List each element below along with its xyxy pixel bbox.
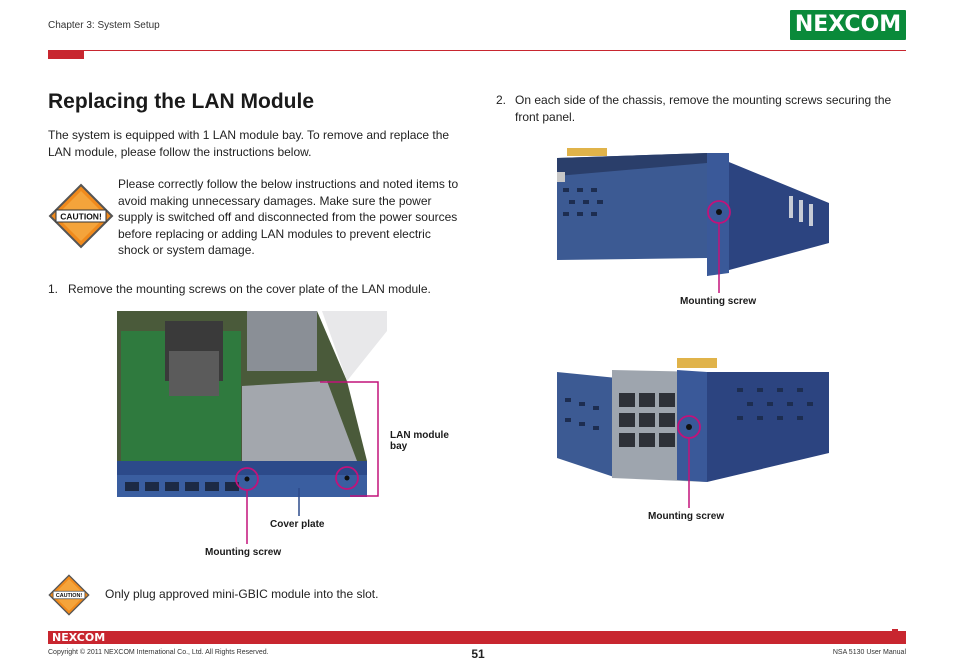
footer-bar <box>48 631 906 644</box>
chassis-side-photo-1 <box>557 148 829 276</box>
note-text: Only plug approved mini-GBIC module into… <box>105 587 379 601</box>
lan-module-top-view-photo <box>117 311 387 497</box>
chassis-side-photo-2 <box>557 358 829 482</box>
nexcom-logo <box>790 10 906 40</box>
manual-name: NSA 5130 User Manual <box>832 649 906 656</box>
caution-label: CAUTION! <box>56 593 83 599</box>
footer-square <box>900 637 906 643</box>
header-accent <box>48 50 84 59</box>
intro-paragraph: The system is equipped with 1 LAN module… <box>48 128 450 159</box>
caution-icon: CAUTION! <box>48 183 114 249</box>
lan-bay-caption: LAN module bay <box>390 430 449 452</box>
step1-text: Remove the mounting screws on the cover … <box>68 282 431 296</box>
footer-logo: NEXCOM <box>52 631 106 644</box>
mounting-screw-caption-2: Mounting screw <box>680 296 757 307</box>
step2-text: On each side of the chassis, remove the … <box>515 93 892 124</box>
footer-square <box>892 629 898 635</box>
caution-icon: CAUTION! <box>48 574 90 616</box>
step2-number: 2. <box>496 93 507 107</box>
cover-plate-caption: Cover plate <box>270 519 325 530</box>
copyright-text: Copyright © 2011 NEXCOM International Co… <box>48 649 269 656</box>
mounting-screw-caption-3: Mounting screw <box>648 511 725 522</box>
mounting-screw-caption-1: Mounting screw <box>205 547 282 558</box>
page-number: 51 <box>471 647 485 661</box>
step1-number: 1. <box>48 282 59 296</box>
chapter-heading: Chapter 3: System Setup <box>48 20 160 31</box>
nexcom-logo-text: NEXCOM <box>794 12 902 37</box>
caution-label: CAUTION! <box>60 212 102 222</box>
caution-paragraph: Please correctly follow the below instru… <box>118 177 459 257</box>
page-title: Replacing the LAN Module <box>48 90 315 113</box>
header-rule <box>48 50 906 51</box>
